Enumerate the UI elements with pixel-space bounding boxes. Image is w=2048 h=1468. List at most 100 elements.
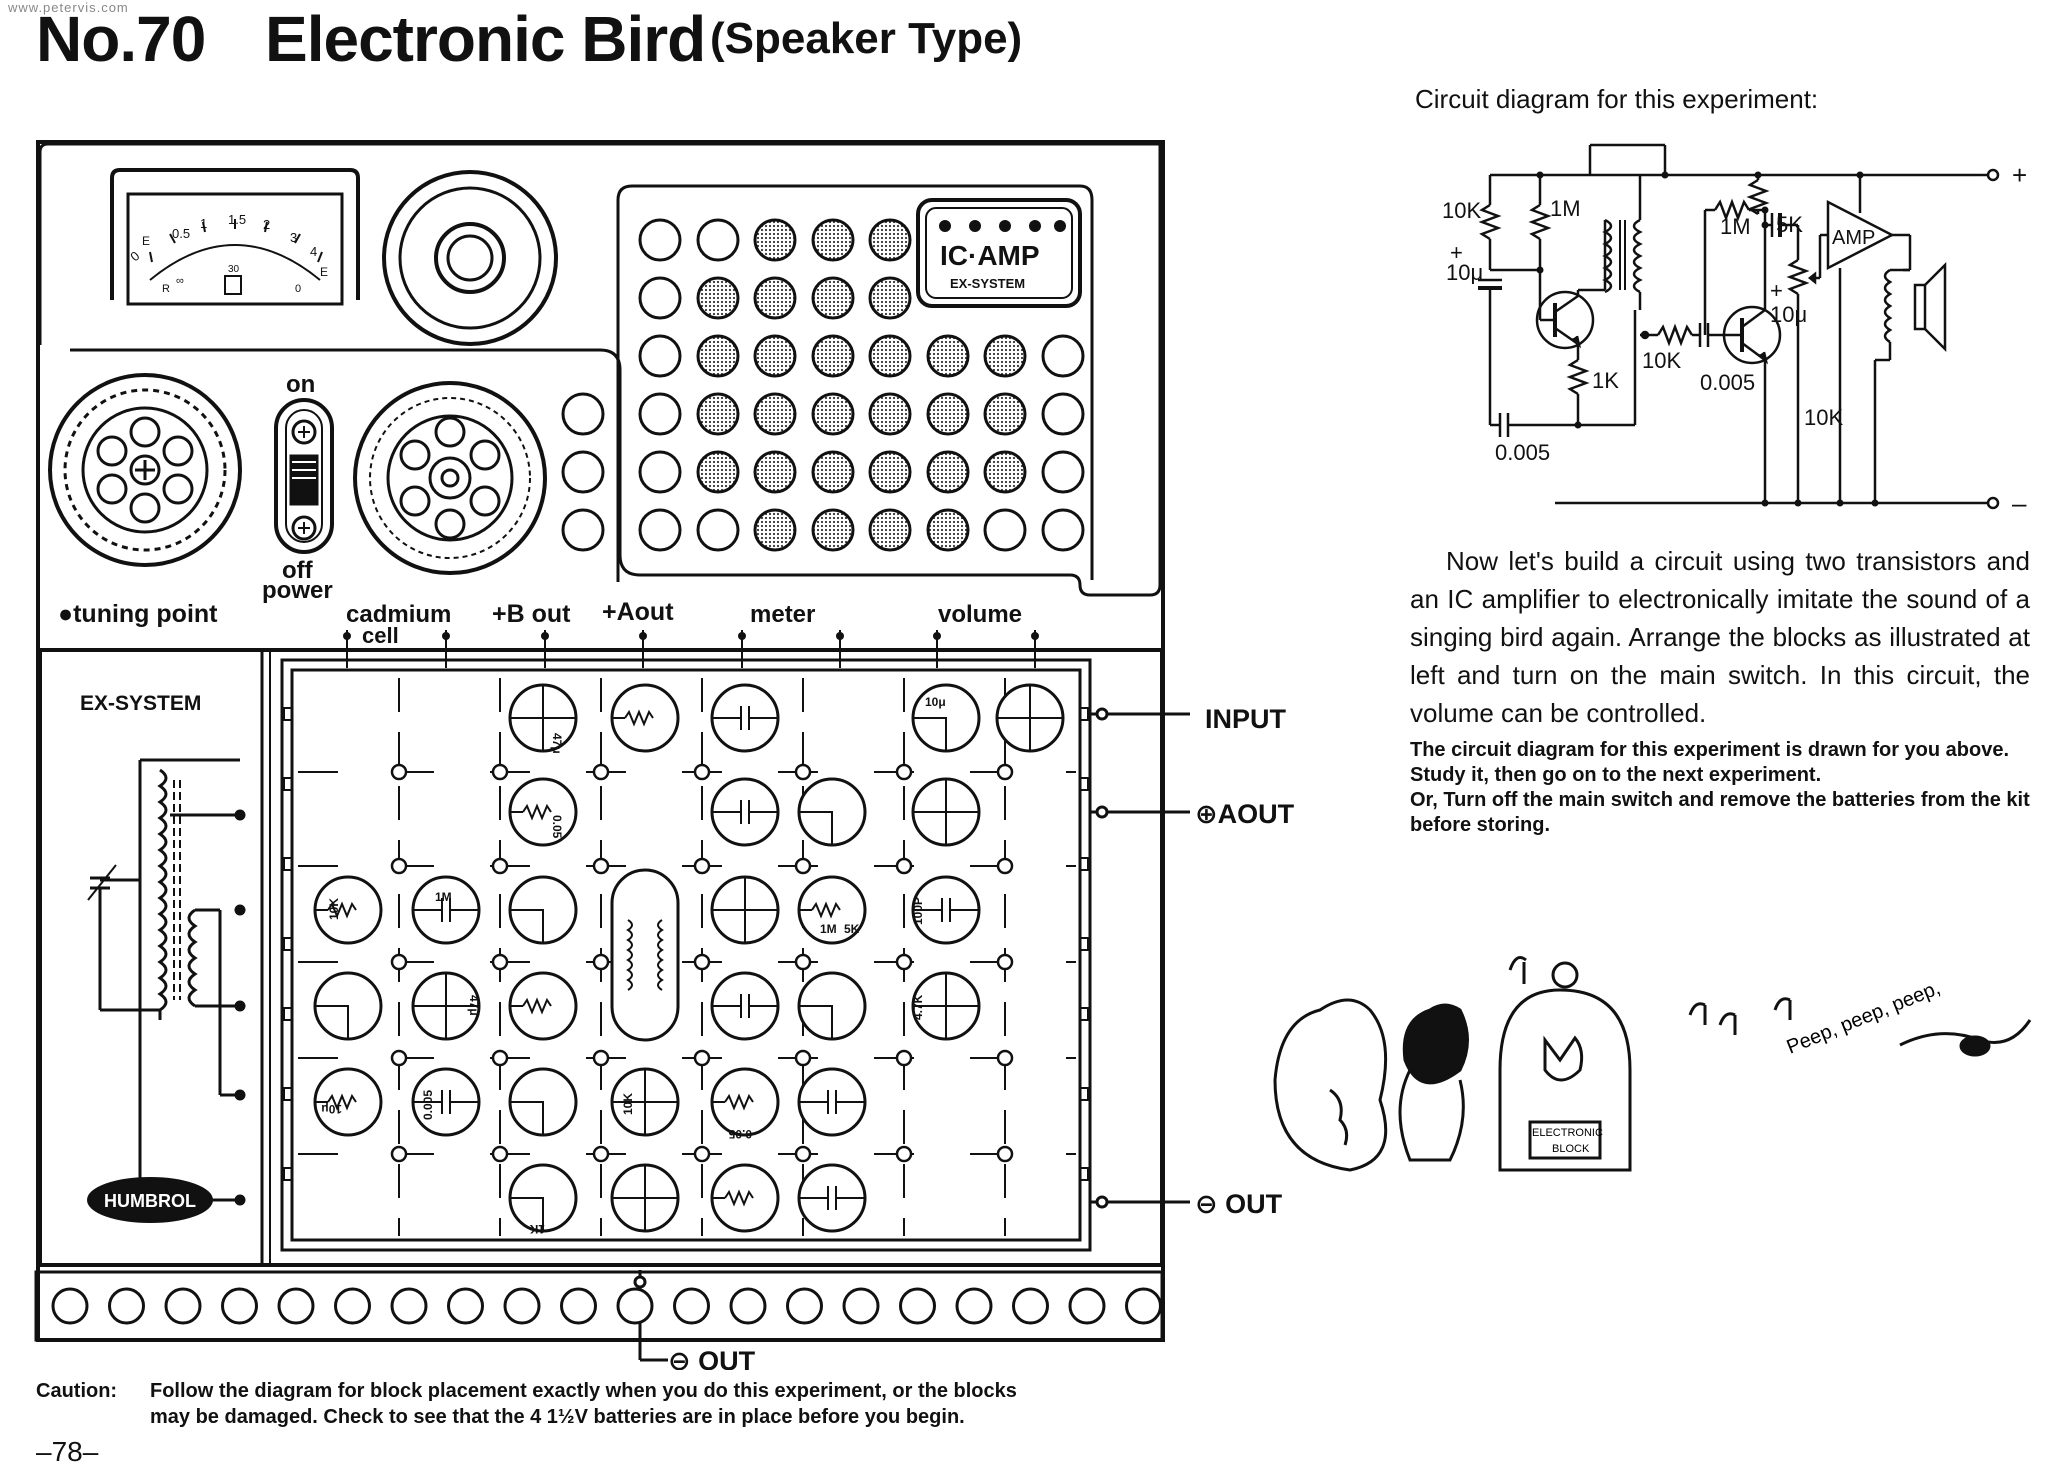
block-value: 1K: [529, 1222, 545, 1236]
bottom-socket: [447, 1287, 484, 1325]
socket-hole: [561, 450, 605, 494]
connector-node: [491, 857, 509, 875]
connector-node: [895, 1145, 913, 1163]
block-value: 1M: [820, 922, 837, 936]
meter-scale-label: 3: [290, 230, 297, 245]
socket-hole: [696, 508, 740, 552]
socket-hole: [811, 218, 855, 262]
bottom-socket: [899, 1287, 936, 1325]
block-value: 100P: [911, 897, 925, 925]
socket-hole: [926, 392, 970, 436]
socket-hole: [983, 450, 1027, 494]
meter-letter: R: [162, 283, 170, 295]
meter-letter: ∞: [176, 275, 184, 287]
notes-paragraph: The circuit diagram for this experiment …: [1410, 738, 2035, 838]
bottom-socket: [1125, 1287, 1162, 1325]
bottom-socket: [1068, 1287, 1106, 1325]
block-wire: [315, 1005, 349, 1039]
block-value: 47μ: [550, 733, 564, 754]
block-wire: [510, 1101, 544, 1135]
indicator-dot: [999, 220, 1011, 232]
ex-system-label: EX-SYSTEM: [80, 692, 201, 715]
connector-node: [794, 1049, 812, 1067]
caution-label: Caution:: [36, 1380, 118, 1402]
socket-hole: [926, 450, 970, 494]
connector-node: [996, 1145, 1014, 1163]
block-resistor: [724, 1189, 754, 1207]
socket-hole: [983, 508, 1027, 552]
instructions-paragraph: Now let's build a circuit using two tran…: [1410, 546, 2030, 728]
page-number: –78–: [36, 1436, 99, 1467]
socket-hole: [1041, 392, 1085, 436]
block-wire: [913, 717, 947, 751]
out-label-right: ⊖ OUT: [1195, 1189, 1283, 1219]
switch-off-label: off: [282, 557, 314, 584]
socket-hole: [811, 508, 855, 552]
socket-hole: [983, 334, 1027, 378]
socket-hole: [561, 392, 605, 436]
connector-node: [996, 1049, 1014, 1067]
indicator-dot: [1029, 220, 1041, 232]
caution-line-1: Follow the diagram for block placement e…: [150, 1380, 1017, 1402]
terminal-pin: [1031, 632, 1039, 640]
bottom-socket: [673, 1287, 710, 1325]
socket-hole: [638, 392, 682, 436]
connector-node: [996, 857, 1014, 875]
socket-hole: [753, 218, 797, 262]
connector-node: [491, 1145, 509, 1163]
block-wire: [799, 811, 833, 845]
connector-node: [693, 1049, 711, 1067]
circuit-label: 10K: [1442, 198, 1481, 223]
indicator-dot: [969, 220, 981, 232]
page-title: Electronic Bird: [265, 3, 706, 75]
terminal-pin: [343, 632, 351, 640]
meter-scale-label: 1: [200, 216, 207, 231]
bottom-socket: [108, 1287, 145, 1325]
bird-cartoon: Peep, peep, peep, ELECTRONIC BLOCK: [1273, 956, 2032, 1172]
socket-hole: [753, 334, 797, 378]
terminal-cadmium-label: cadmium: [346, 601, 451, 628]
block-value: 10K: [327, 898, 341, 920]
board-connectors: [283, 707, 1089, 1181]
connector-node: [390, 1049, 408, 1067]
circuit-label: +: [2012, 160, 2027, 190]
connector-node: [996, 953, 1014, 971]
terminal-meter-label: meter: [750, 601, 815, 628]
aout-label: ⊕AOUT: [1195, 799, 1295, 829]
kit-illustration: 0 0.5 1 1.5 2 3 4 E R ∞ 30 0 E IC·AMP EX…: [34, 140, 1295, 1370]
connector-node: [390, 953, 408, 971]
circuit-label: 1K: [1592, 368, 1619, 393]
input-label: INPUT: [1205, 704, 1287, 734]
circuit-label: 5K: [1776, 212, 1803, 237]
block-resistor: [624, 709, 654, 727]
page-subtitle: (Speaker Type): [710, 14, 1023, 63]
indicator-dot: [939, 220, 951, 232]
connector-node: [693, 1145, 711, 1163]
switch-on-label: on: [286, 371, 315, 398]
block-wire: [510, 1197, 544, 1231]
circuit-diagram: 10K 1M 10μ + 1K 0.005 1M 5K 10μ + 10K 0.…: [1442, 143, 2027, 518]
ic-amp-badge: [916, 198, 1082, 308]
block-value: 10μ: [925, 695, 946, 709]
circuit-label: 10μ: [1446, 260, 1483, 285]
connector-node: [895, 857, 913, 875]
terminal-aout-label: +Aout: [602, 598, 674, 626]
bottom-socket: [51, 1287, 89, 1325]
humbrol-label: HUMBROL: [104, 1191, 196, 1211]
connector-node: [390, 1145, 408, 1163]
terminal-pin: [933, 632, 941, 640]
block-value: 47μ: [467, 995, 481, 1016]
socket-hole: [561, 508, 605, 552]
connector-node: [592, 857, 610, 875]
terminal-cell-label: cell: [362, 623, 399, 648]
circuit-label: 1M: [1550, 196, 1581, 221]
socket-hole: [983, 392, 1027, 436]
socket-hole: [868, 450, 912, 494]
tuning-point-label: ●tuning point: [58, 600, 218, 628]
socket-hole: [753, 392, 797, 436]
caution-note: Caution: Follow the diagram for block pla…: [36, 1378, 1156, 1430]
bottom-socket: [786, 1287, 823, 1325]
terminal-pin: [738, 632, 746, 640]
bottom-socket: [390, 1287, 428, 1325]
block-value: 0.05: [550, 815, 564, 839]
